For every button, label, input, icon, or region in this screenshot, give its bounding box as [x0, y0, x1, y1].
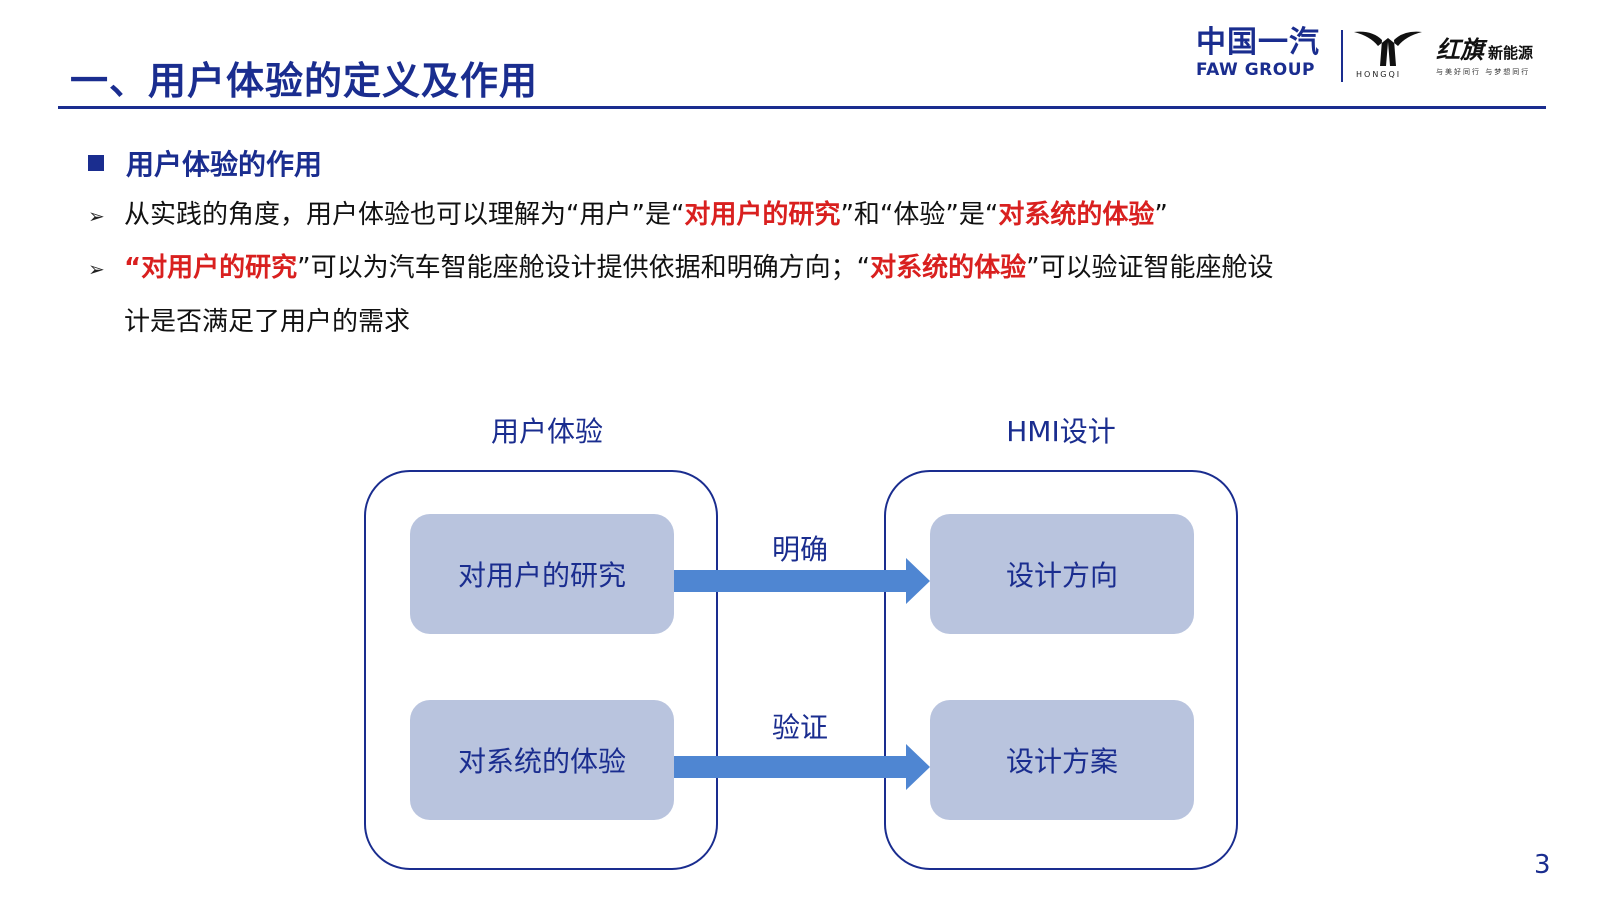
faw-logo-en: FAW GROUP	[1196, 60, 1315, 80]
arrow-clarify	[674, 558, 930, 604]
hongqi-tagline: 与美好同行 与梦想同行	[1436, 68, 1531, 76]
diagram-right-label: HMI设计	[1006, 415, 1116, 448]
bullet-1-highlight-2: 对系统的体验	[998, 200, 1155, 230]
arrowhead-bullet-icon: ➢	[88, 204, 105, 228]
bullet-1-text-3: ”	[1154, 200, 1168, 230]
page-number: 3	[1534, 850, 1551, 880]
bullet-2: ➢ “对用户的研究”可以为汽车智能座舱设计提供依据和明确方向；“对系统的体验”可以…	[88, 241, 1274, 296]
arrowhead-bullet-icon: ➢	[88, 257, 105, 281]
bullet-1-text-2: ”和“体验”是“	[840, 200, 999, 230]
bullet-2-text-2: ”可以验证智能座舱设	[1026, 253, 1274, 283]
faw-logo: 中国一汽 FAW GROUP	[1196, 25, 1320, 81]
section-heading: 用户体验的作用	[88, 143, 322, 183]
box-system-experience: 对系统的体验	[410, 700, 674, 820]
bullet-2-continuation: 计是否满足了用户的需求	[124, 307, 411, 337]
logo-divider	[1341, 30, 1343, 82]
bullet-2-open-quote: “	[124, 253, 142, 283]
hongqi-nev: 新能源	[1488, 44, 1534, 62]
arrow-verify	[674, 744, 930, 790]
bullet-2-highlight-1: 对用户的研究	[141, 253, 298, 283]
hongqi-calligraphy: 红旗	[1436, 35, 1484, 64]
hongqi-emblem-icon	[1354, 31, 1422, 67]
hongqi-nev-logo: 红旗新能源 与美好同行 与梦想同行	[1436, 30, 1533, 77]
arrow-label-verify: 验证	[771, 711, 828, 744]
hongqi-emblem: HONGQI	[1352, 26, 1424, 84]
square-bullet-icon	[88, 155, 104, 171]
hongqi-wordmark: HONGQI	[1356, 70, 1402, 79]
box-user-research: 对用户的研究	[410, 514, 674, 634]
arrow-label-clarify: 明确	[771, 533, 828, 566]
bullet-1-highlight-1: 对用户的研究	[684, 200, 841, 230]
bullet-2-text-1: ”可以为汽车智能座舱设计提供依据和明确方向；“	[297, 253, 871, 283]
section-heading-text: 用户体验的作用	[126, 148, 323, 181]
box-design-direction: 设计方向	[930, 514, 1194, 634]
bullet-1-text-1: 从实践的角度，用户体验也可以理解为“用户”是“	[124, 200, 685, 230]
bullet-2-highlight-2: 对系统的体验	[870, 253, 1027, 283]
diagram-left-label: 用户体验	[490, 415, 603, 448]
bullet-1: ➢ 从实践的角度，用户体验也可以理解为“用户”是“对用户的研究”和“体验”是“对系…	[88, 188, 1168, 243]
box-design-plan: 设计方案	[930, 700, 1194, 820]
slide-title: 一、用户体验的定义及作用	[70, 59, 539, 103]
faw-logo-cn: 中国一汽	[1196, 25, 1320, 60]
title-underline	[58, 106, 1546, 109]
